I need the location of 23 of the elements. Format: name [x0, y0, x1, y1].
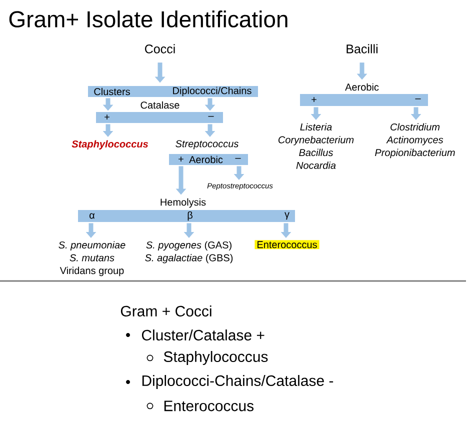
organism-list: S. pneumoniae S. mutans Viridans group: [58, 241, 126, 276]
test-bar: Catalase + –: [96, 101, 223, 123]
list-item: Diplococci-Chains/Catalase -: [142, 375, 334, 389]
test-bar: Hemolysis α β γ: [78, 198, 295, 222]
node-label: Aerobic: [345, 83, 379, 91]
node-label: Hemolysis: [160, 198, 206, 208]
list-item: Gram + Cocci: [120, 305, 212, 316]
test-bar: Aerobic + –: [300, 83, 428, 106]
highlighted-label: Enterococcus: [254, 240, 320, 250]
test-bar: + Aerobic –: [169, 154, 248, 165]
node-label: Catalase: [140, 101, 180, 109]
organism-list: Clostridium Actinomyces Propionibacterium: [375, 123, 455, 158]
list-item: Staphylococcus: [164, 351, 268, 365]
list-item: Cluster/Catalase +: [142, 329, 264, 340]
organism-label: Streptococcus: [176, 140, 238, 150]
list-item: Enterococcus: [164, 400, 254, 412]
organism-label: Staphylococcus: [72, 140, 148, 150]
group-label: Bacilli: [346, 44, 378, 54]
organism-list: S. pyogenes (GAS) S. agalactiae (GBS): [145, 241, 233, 264]
test-bar: Clusters Diplococci/Chains: [88, 86, 258, 97]
organism-list: Listeria Corynebacterium Bacillus Nocardia: [278, 123, 354, 169]
title: Gram+ Isolate Identification: [9, 10, 288, 28]
group-label: Cocci: [145, 44, 175, 54]
